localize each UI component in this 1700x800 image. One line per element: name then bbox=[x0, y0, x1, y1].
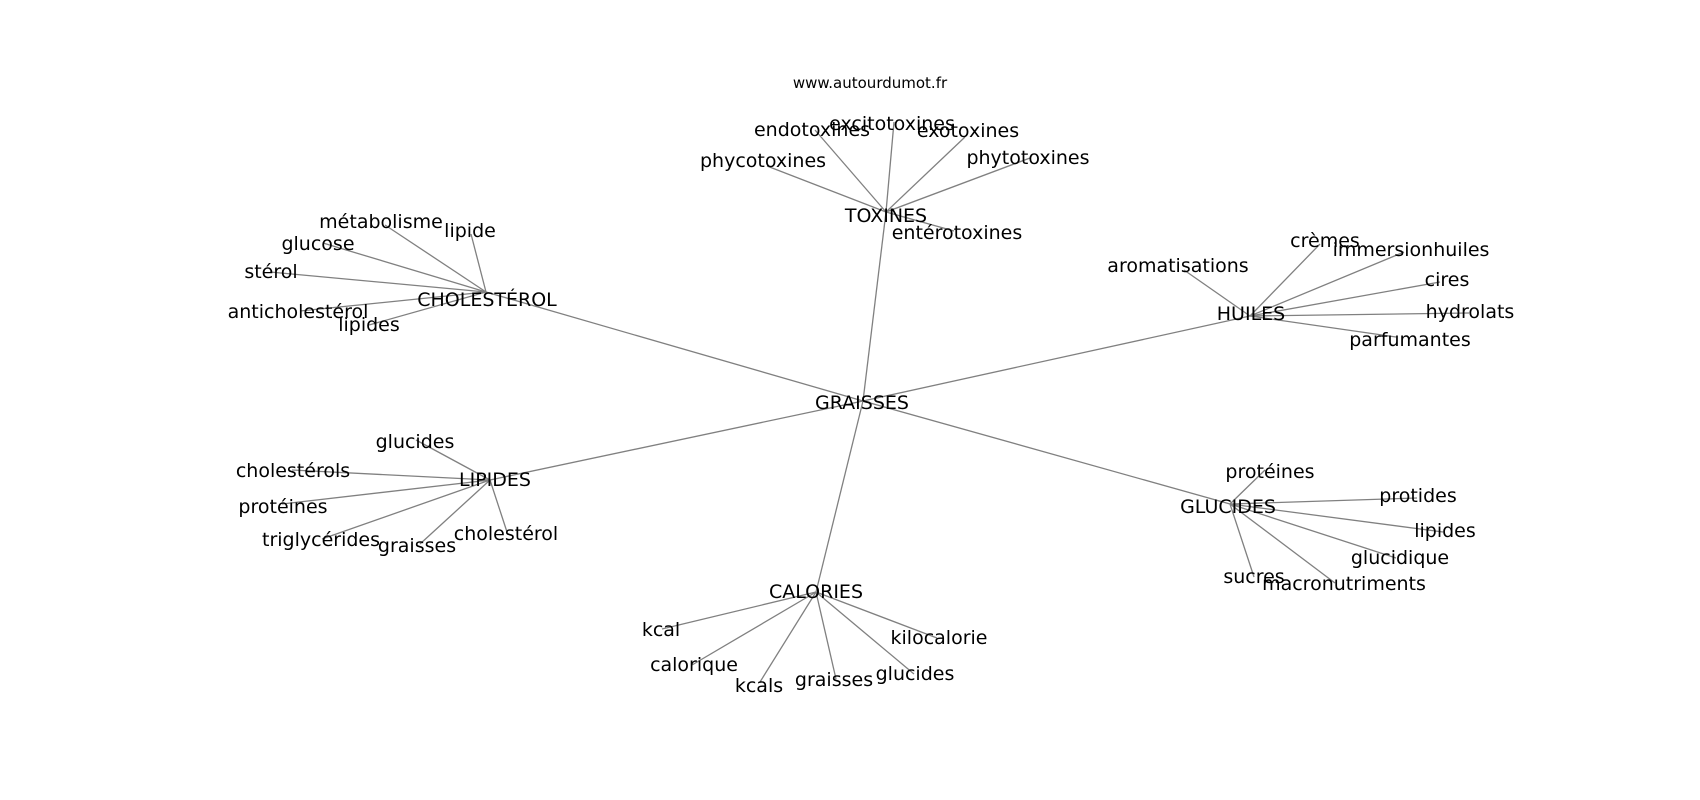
node-cholesterol-glucose: glucose bbox=[281, 233, 354, 255]
node-hub-huiles: HUILES bbox=[1217, 303, 1285, 325]
graph-edges bbox=[269, 121, 1470, 683]
node-lipides-cholesterol: cholestérol bbox=[454, 523, 558, 545]
node-glucides-lipides: lipides bbox=[1414, 520, 1476, 542]
edge-glucides-proteines bbox=[1229, 469, 1266, 505]
edge-huiles-aromatisations bbox=[1183, 269, 1251, 317]
node-lipides-glucides: glucides bbox=[376, 431, 455, 453]
node-calories-calorique: calorique bbox=[650, 654, 738, 676]
node-center-graisses: GRAISSES bbox=[815, 392, 909, 414]
node-toxines-phycotoxines: phycotoxines bbox=[700, 150, 826, 172]
edge-toxines-exotoxines bbox=[885, 136, 966, 213]
node-huiles-cremes: crèmes bbox=[1290, 230, 1360, 252]
edge-toxines-enterotoxines bbox=[885, 211, 955, 232]
edge-graisses-huiles bbox=[862, 315, 1251, 402]
edge-calories-graisses bbox=[815, 591, 837, 680]
node-hub-glucides: GLUCIDES bbox=[1180, 496, 1276, 518]
edge-toxines-excitotoxines bbox=[885, 121, 895, 213]
node-toxines-enterotoxines: entérotoxines bbox=[892, 222, 1023, 244]
edge-graisses-glucides bbox=[862, 400, 1231, 505]
edge-lipides-glucides bbox=[415, 439, 491, 481]
edge-huiles-immersionhuiles bbox=[1249, 251, 1405, 317]
node-cholesterol-lipides: lipides bbox=[338, 314, 400, 336]
node-calories-kilocalorie: kilocalorie bbox=[891, 627, 988, 649]
node-hub-toxines: TOXINES bbox=[844, 205, 927, 227]
edge-glucides-protides bbox=[1229, 497, 1418, 505]
edge-huiles-cires bbox=[1249, 281, 1441, 317]
edge-graisses-calories bbox=[815, 400, 864, 593]
node-lipides-cholesterols: cholestérols bbox=[236, 460, 350, 482]
edge-glucides-lipides bbox=[1229, 503, 1444, 533]
edge-calories-kcals bbox=[759, 591, 817, 683]
edge-cholesterol-sterol bbox=[269, 271, 487, 293]
edge-lipides-cholesterol bbox=[489, 479, 508, 533]
edge-huiles-cremes bbox=[1249, 243, 1321, 317]
node-hub-lipides: LIPIDES bbox=[459, 469, 531, 491]
edge-cholesterol-anticholesterol bbox=[299, 291, 487, 312]
edge-cholesterol-glucose bbox=[322, 242, 487, 293]
node-glucides-glucidique: glucidique bbox=[1351, 547, 1449, 569]
edge-graisses-lipides bbox=[489, 400, 864, 481]
edge-toxines-phytotoxines bbox=[885, 157, 1031, 213]
edge-huiles-parfumantes bbox=[1249, 315, 1397, 338]
node-glucides-protides: protides bbox=[1379, 485, 1456, 507]
edge-calories-kcal bbox=[661, 591, 817, 630]
node-calories-kcals: kcals bbox=[735, 675, 783, 697]
node-cholesterol-sterol: stérol bbox=[244, 261, 297, 283]
edge-lipides-graisses bbox=[419, 479, 491, 545]
edge-lipides-proteines bbox=[281, 479, 491, 505]
node-glucides-proteines: protéines bbox=[1225, 461, 1314, 483]
node-toxines-endotoxines: endotoxines bbox=[754, 119, 870, 141]
node-huiles-cires: cires bbox=[1425, 269, 1470, 291]
edge-calories-glucides bbox=[815, 591, 915, 675]
node-toxines-excitotoxines: excitotoxines bbox=[829, 113, 955, 135]
node-huiles-aromatisations: aromatisations bbox=[1107, 255, 1248, 277]
edge-calories-kilocalorie bbox=[815, 591, 938, 639]
edge-toxines-endotoxines bbox=[814, 129, 887, 213]
node-calories-graisses: graisses bbox=[795, 669, 873, 691]
node-huiles-parfumantes: parfumantes bbox=[1349, 329, 1470, 351]
node-huiles-immersionhuiles: immersionhuiles bbox=[1333, 239, 1490, 261]
edge-glucides-macronutriments bbox=[1229, 503, 1336, 584]
node-huiles-hydrolats: hydrolats bbox=[1426, 301, 1515, 323]
node-lipides-graisses: graisses bbox=[378, 535, 456, 557]
edge-graisses-toxines bbox=[862, 211, 887, 402]
edge-cholesterol-lipide bbox=[470, 233, 487, 293]
edge-graisses-cholesterol bbox=[485, 291, 864, 402]
node-hub-cholesterol: CHOLESTÉROL bbox=[417, 288, 557, 311]
node-lipides-triglycerides: triglycérides bbox=[262, 529, 380, 551]
edge-calories-calorique bbox=[691, 591, 817, 666]
node-calories-glucides: glucides bbox=[876, 663, 955, 685]
edge-lipides-triglycerides bbox=[321, 479, 491, 540]
node-toxines-exotoxines: exotoxines bbox=[917, 120, 1019, 142]
edge-cholesterol-metabolisme bbox=[384, 224, 487, 293]
node-calories-kcal: kcal bbox=[642, 619, 680, 641]
node-glucides-macronutriments: macronutriments bbox=[1262, 573, 1426, 595]
node-lipides-proteines: protéines bbox=[238, 496, 327, 518]
edge-glucides-glucidique bbox=[1229, 503, 1397, 559]
node-cholesterol-lipide: lipide bbox=[444, 220, 496, 242]
edge-cholesterol-lipides bbox=[368, 291, 487, 326]
node-hub-calories: CALORIES bbox=[769, 581, 863, 603]
site-url-label: www.autourdumot.fr bbox=[793, 74, 948, 92]
edge-toxines-phycotoxines bbox=[766, 165, 887, 213]
node-glucides-sucres: sucres bbox=[1223, 566, 1284, 588]
node-cholesterol-anticholesterol: anticholestérol bbox=[228, 301, 369, 323]
edge-lipides-cholesterols bbox=[291, 469, 491, 481]
node-cholesterol-metabolisme: métabolisme bbox=[319, 211, 443, 233]
node-toxines-phytotoxines: phytotoxines bbox=[966, 147, 1089, 169]
edge-huiles-hydrolats bbox=[1249, 312, 1470, 317]
edge-glucides-sucres bbox=[1229, 503, 1255, 578]
